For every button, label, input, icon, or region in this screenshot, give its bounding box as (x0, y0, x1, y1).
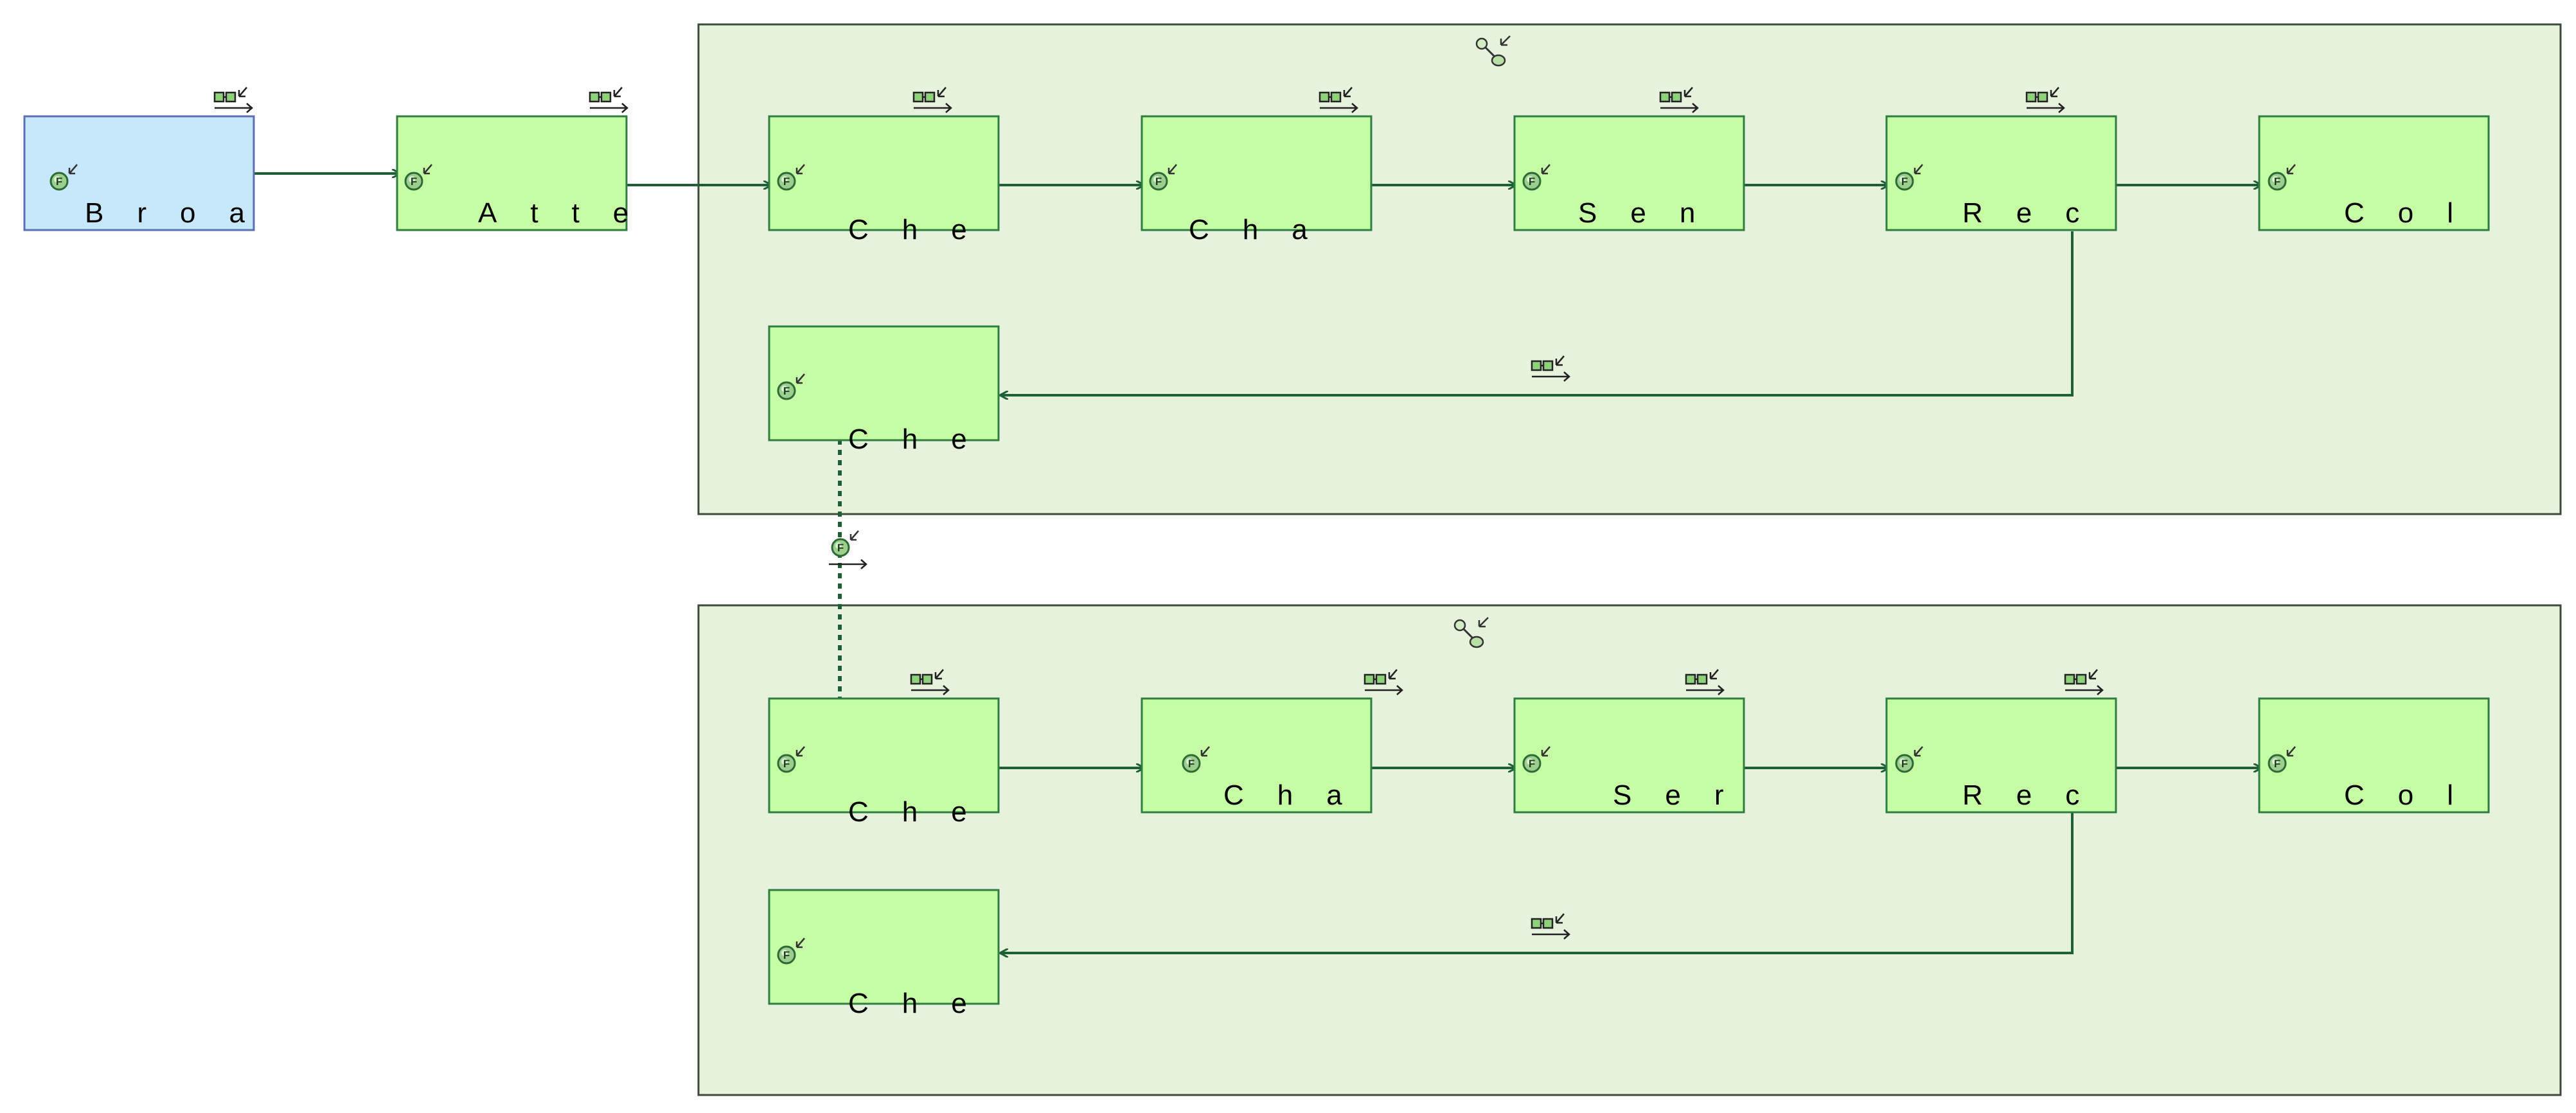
node-label: Cha (1223, 779, 1376, 811)
node-label: Che (848, 988, 1000, 1019)
node-label: Rec (1962, 197, 2113, 229)
node-p2-b-box (1141, 697, 1372, 814)
node-label: Broa (85, 197, 278, 229)
node-p2-a[interactable]: Che (768, 697, 1000, 828)
node-p1-a-box (768, 115, 1000, 231)
node-label: Ser (1613, 779, 1757, 811)
node-label: Rec (1962, 779, 2113, 811)
container-bottom-frame (697, 604, 2562, 1096)
edge-p1-d-to-f[interactable] (1000, 231, 2074, 395)
message-flow-icon (589, 86, 628, 114)
edge-p2-d-to-f[interactable] (1000, 813, 2074, 953)
node-attend[interactable]: Atte (396, 115, 662, 231)
node-p2-e-box (2258, 697, 2490, 814)
node-label: Sen (1578, 197, 1728, 229)
node-p2-c-box (1513, 697, 1745, 814)
function-flow-icon (829, 530, 867, 569)
node-label: Atte (478, 197, 662, 229)
node-p1-d-box (1885, 115, 2117, 231)
node-label: Che (848, 423, 1000, 455)
node-p2-f-box (768, 889, 1000, 1005)
node-label: Col (2344, 197, 2487, 229)
node-label: Che (848, 796, 1000, 828)
node-p2-d-box (1885, 697, 2117, 814)
node-label: Che (848, 214, 1000, 245)
node-p1-f-box (768, 325, 1000, 441)
node-p2-e[interactable]: Col (2258, 697, 2490, 814)
node-p1-e-box (2258, 115, 2490, 231)
node-attend-box (396, 115, 628, 231)
edges (254, 174, 2261, 953)
container-top-frame (697, 23, 2562, 515)
node-p2-a-box (768, 697, 1000, 814)
node-p1-b[interactable]: Cha (1141, 115, 1372, 245)
edge-icons (213, 86, 2104, 940)
node-p2-f[interactable]: Che (768, 889, 1000, 1019)
node-label: Col (2344, 779, 2487, 811)
node-p2-c[interactable]: Ser (1513, 697, 1757, 814)
container-bottom[interactable] (697, 604, 2562, 1096)
container-top[interactable] (697, 23, 2562, 515)
node-p1-e[interactable]: Col (2258, 115, 2490, 231)
node-p2-d[interactable]: Rec (1885, 697, 2117, 814)
node-p1-c-box (1513, 115, 1745, 231)
node-label: Cha (1189, 214, 1341, 245)
node-p1-b-box (1141, 115, 1372, 231)
node-p2-b[interactable]: Cha (1141, 697, 1376, 814)
node-start[interactable]: Broa (23, 115, 278, 231)
node-p1-a[interactable]: Che (768, 115, 1000, 245)
node-p1-c[interactable]: Sen (1513, 115, 1745, 231)
node-p1-f[interactable]: Che (768, 325, 1000, 455)
message-flow-icon (213, 86, 253, 114)
node-p1-d[interactable]: Rec (1885, 115, 2117, 231)
